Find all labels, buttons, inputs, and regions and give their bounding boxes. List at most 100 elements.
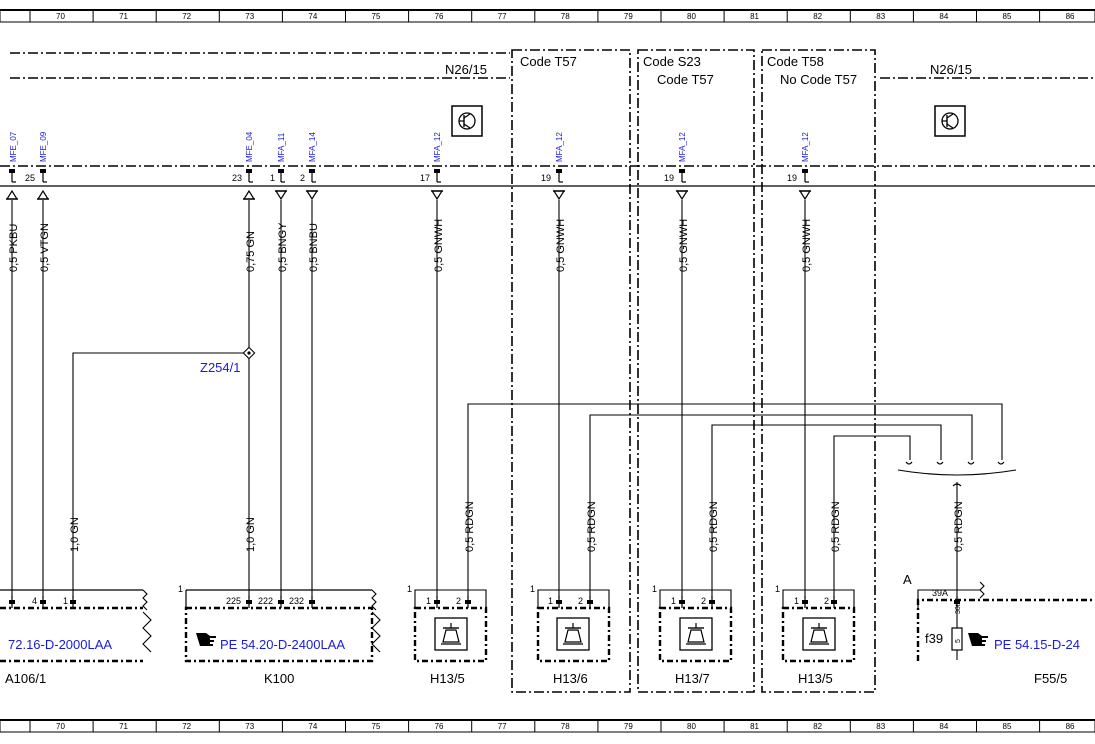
ruler-number: 78 xyxy=(561,722,570,731)
signal-mfe04: MFE_04 xyxy=(245,131,254,162)
component-label-k100: K100 xyxy=(264,671,294,686)
ruler-number: 78 xyxy=(561,12,570,21)
ruler-number: 76 xyxy=(435,12,444,21)
signal-mfa12-b: MFA_12 xyxy=(555,132,564,162)
ref-link-f55[interactable]: PE 54.15-D-24 xyxy=(994,637,1080,652)
wire-label-vtgn: 0,5 VTGN xyxy=(39,223,51,272)
speaker-cone xyxy=(810,629,828,643)
ruler-number: 74 xyxy=(308,722,317,731)
ruler-number: 80 xyxy=(687,722,696,731)
input-arrow-icon xyxy=(242,189,256,200)
code-label-t57: Code T57 xyxy=(520,54,577,69)
connector-pin xyxy=(40,169,46,173)
wire-label-gn10-b: 1,0 GN xyxy=(245,517,257,552)
wire-label-pkbu: 0,5 PKBU xyxy=(8,224,20,272)
ruler-number: 85 xyxy=(1003,722,1012,731)
pin-h-1a: 1 xyxy=(426,596,431,606)
ruler-number: 83 xyxy=(876,12,885,21)
signal-labels: MFE_07 MFE_09 MFE_04 MFA_11 MFA_14 MFA_1… xyxy=(9,131,810,162)
wire-label-rdgn-3: 0,5 RDGN xyxy=(708,501,720,552)
pin-bottom-222: 222 xyxy=(258,596,273,606)
speaker-icon xyxy=(434,617,468,651)
ruler-number: 71 xyxy=(119,722,128,731)
corner-a-label: A xyxy=(903,572,912,587)
code-label-s23: Code S23 xyxy=(643,54,701,69)
fuse-pin-5: 5 xyxy=(955,639,962,643)
ruler-number: 70 xyxy=(56,12,65,21)
wire-label-bnbu: 0,5 BNBU xyxy=(308,223,320,272)
connector-pin xyxy=(9,169,15,173)
ruler-number: 75 xyxy=(372,722,381,731)
component-label-h13-6: H13/6 xyxy=(553,671,588,686)
connector-pin xyxy=(679,169,685,173)
speaker-cone xyxy=(687,629,705,643)
harness-bundle xyxy=(897,461,1017,487)
pin-17: 17 xyxy=(420,173,430,183)
hand-pointer-icon xyxy=(968,633,988,646)
pin-h-2d: 2 xyxy=(824,596,829,606)
signal-mfe09: MFE_09 xyxy=(39,131,48,162)
wire-labels: 0,5 PKBU 0,5 VTGN 0,75 GN 0,5 BNGY 0,5 B… xyxy=(8,219,965,552)
ref-link-k100[interactable]: PE 54.20-D-2400LAA xyxy=(220,637,345,652)
connector-pin xyxy=(246,169,252,173)
ruler-number: 84 xyxy=(939,722,948,731)
wire-label-gn10-a: 1,0 GN xyxy=(69,517,81,552)
pin-bottom-4: 4 xyxy=(32,596,37,606)
wire-label-rdgn-4: 0,5 RDGN xyxy=(830,501,842,552)
pin-1: 1 xyxy=(270,173,275,183)
ruler-number: 83 xyxy=(876,722,885,731)
connector-pin xyxy=(556,169,562,173)
component-label-h13-5-b: H13/5 xyxy=(798,671,833,686)
output-arrow-icon xyxy=(305,190,319,201)
connector-band xyxy=(0,165,1095,187)
corner-1-h3: 1 xyxy=(652,584,657,594)
ruler-number: 76 xyxy=(435,722,444,731)
transistor-icon xyxy=(934,105,966,137)
fuse-f39: 5 xyxy=(951,600,963,660)
output-arrow-icon xyxy=(675,190,689,201)
module-label-n26-15-left: N26/15 xyxy=(445,62,487,77)
hand-pointer-icon xyxy=(196,633,216,646)
component-labels: A106/1 K100 H13/5 H13/6 H13/7 H13/5 F55/… xyxy=(5,671,1067,686)
component-label-a106-1: A106/1 xyxy=(5,671,46,686)
component-label-h13-7: H13/7 xyxy=(675,671,710,686)
connector-pin xyxy=(434,169,440,173)
ruler-number: 79 xyxy=(624,722,633,731)
top-pin-numbers: 25 23 1 2 17 19 19 19 xyxy=(25,173,797,183)
code-label-t58: Code T58 xyxy=(767,54,824,69)
wire-label-rdgn-5: 0,5 RDGN xyxy=(953,501,965,552)
component-label-f55-5: F55/5 xyxy=(1034,671,1067,686)
corner-1-h2: 1 xyxy=(530,584,535,594)
wires-upper xyxy=(11,200,1003,598)
signal-mfa12-a: MFA_12 xyxy=(433,132,442,162)
pin-19-a: 19 xyxy=(541,173,551,183)
wire-label-rdgn-1: 0,5 RDGN xyxy=(464,501,476,552)
ruler-number: 85 xyxy=(1003,12,1012,21)
corner-1-k100: 1 xyxy=(178,584,183,594)
fuse-label-f39: f39 xyxy=(925,631,943,646)
ruler-number: 73 xyxy=(245,12,254,21)
ref-link-a106[interactable]: 72.16-D-2000LAA xyxy=(8,637,112,652)
pin-19-b: 19 xyxy=(664,173,674,183)
code-region-boxes xyxy=(10,49,1095,693)
ruler-number: 84 xyxy=(939,12,948,21)
pin-h-2c: 2 xyxy=(701,596,706,606)
speakers xyxy=(434,617,836,651)
connector-pin xyxy=(802,169,808,173)
signal-mfa11: MFA_11 xyxy=(277,132,286,162)
ruler-number: 70 xyxy=(56,722,65,731)
code-label-t57b: Code T57 xyxy=(657,72,714,87)
signal-mfa12-d: MFA_12 xyxy=(801,132,810,162)
speaker-icon xyxy=(679,617,713,651)
ruler-number: 81 xyxy=(750,12,759,21)
ruler-number: 82 xyxy=(813,12,822,21)
component-label-h13-5-a: H13/5 xyxy=(430,671,465,686)
output-arrow-icon xyxy=(798,190,812,201)
output-arrow-icon xyxy=(552,190,566,201)
ruler-number: 75 xyxy=(372,12,381,21)
pin-30t: 30t xyxy=(955,604,962,614)
pin-h-1b: 1 xyxy=(548,596,553,606)
pin-h-2b: 2 xyxy=(578,596,583,606)
